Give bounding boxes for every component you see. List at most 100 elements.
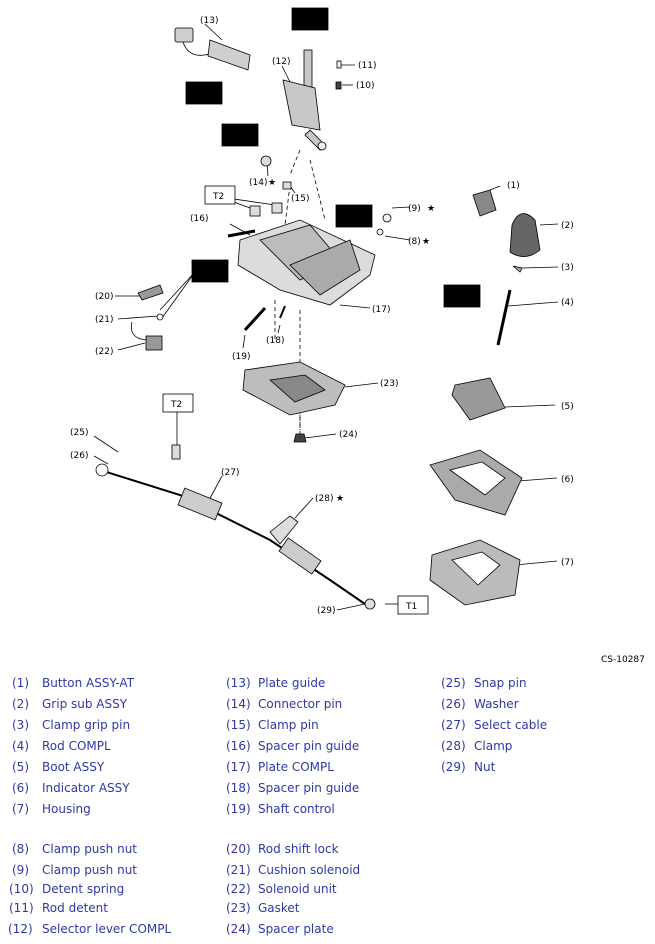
selector-lever-part <box>282 49 327 151</box>
legend-item-number: (13) <box>226 676 251 690</box>
diagram-code: CS-10287 <box>601 655 645 665</box>
legend-item: (23) Gasket <box>226 901 300 915</box>
legend-item: (4)Rod COMPL <box>12 739 111 753</box>
legend-item-number: (19) <box>226 802 251 816</box>
legend-item-number: (8) <box>12 842 29 856</box>
legend-item-number: (17) <box>226 760 251 774</box>
legend-item-name: Shaft control <box>258 802 335 816</box>
legend-item-number: (23) <box>226 901 251 915</box>
callout-9: (9) <box>408 204 421 214</box>
callout-24: (24) <box>339 430 357 440</box>
legend-item-name: Gasket <box>258 901 300 915</box>
legend-item-name: Plate COMPL <box>258 760 334 774</box>
legend-item-name: Rod COMPL <box>42 739 111 753</box>
callout-10: (10) <box>356 81 374 91</box>
callout-23: (23) <box>380 379 398 389</box>
callout-2: (2) <box>561 221 574 231</box>
legend-item: (7)Housing <box>12 802 91 816</box>
legend-item: (16) Spacer pin guide <box>226 739 359 753</box>
legend-item-name: Connector pin <box>258 697 343 711</box>
legend-item-number: (12) <box>8 922 33 936</box>
legend-item-name: Solenoid unit <box>258 882 337 896</box>
star-9: ★ <box>427 204 435 214</box>
legend-item-number: (2) <box>12 697 29 711</box>
legend-item-name: Detent spring <box>42 882 125 896</box>
legend-item: (27)Select cable <box>441 718 547 732</box>
legend-item-name: Rod shift lock <box>258 842 339 856</box>
legend-item-number: (10) <box>9 882 34 896</box>
callout-3: (3) <box>561 263 574 273</box>
legend-item: (22) Solenoid unit <box>226 882 337 896</box>
legend-item: (29)Nut <box>441 760 495 774</box>
parts-legend: (1) Button ASSY-AT (2)Grip sub ASSY (3) Clam… <box>0 676 655 944</box>
callout-22: (22) <box>95 347 113 357</box>
legend-item: (8) Clamp push nut <box>12 842 137 856</box>
legend-item: (3) Clamp grip pin <box>12 718 130 732</box>
legend-item: (18)Spacer pin guide <box>226 781 359 795</box>
legend-item-name: Cushion solenoid <box>258 863 361 877</box>
callout-12: (12) <box>272 57 290 67</box>
legend-item-name: Clamp <box>474 739 513 753</box>
legend-item-name: Boot ASSY <box>42 760 105 774</box>
legend-item-name: Snap pin <box>474 676 527 690</box>
legend-item-number: (11) <box>9 901 34 915</box>
callout-27: (27) <box>221 468 239 478</box>
legend-item-number: (7) <box>12 802 29 816</box>
select-cable-part <box>95 444 376 610</box>
callout-15: (15) <box>291 194 309 204</box>
legend-item-name: Selector lever COMPL <box>42 922 172 936</box>
legend-item-name: Washer <box>474 697 519 711</box>
legend-item-number: (5) <box>12 760 29 774</box>
legend-item-name: Select cable <box>474 718 548 732</box>
grip-sub-assy-part <box>509 213 541 257</box>
legend-item: (17) Plate COMPL <box>226 760 334 774</box>
legend-item-number: (26) <box>441 697 466 711</box>
leader-lines <box>93 23 559 611</box>
callout-26: (26) <box>70 451 88 461</box>
callout-16: (16) <box>190 214 208 224</box>
star-14: ★ <box>268 178 276 188</box>
boot-assy-part <box>451 377 506 421</box>
legend-item-name: Clamp push nut <box>42 863 137 877</box>
callout-17: (17) <box>372 305 390 315</box>
legend-item-name: Indicator ASSY <box>42 781 130 795</box>
legend-item-number: (3) <box>12 718 29 732</box>
legend-item: (24)Spacer plate <box>226 922 334 936</box>
callout-21: (21) <box>95 315 113 325</box>
legend-item-name: Button ASSY-AT <box>42 676 135 690</box>
callout-6: (6) <box>561 475 574 485</box>
legend-item-number: (6) <box>12 781 29 795</box>
legend-item-number: (29) <box>441 760 466 774</box>
legend-item-name: Spacer plate <box>258 922 334 936</box>
legend-item: (2)Grip sub ASSY <box>12 697 127 711</box>
callout-13: (13) <box>200 16 218 26</box>
legend-item-number: (22) <box>226 882 251 896</box>
callout-28: (28) <box>315 494 333 504</box>
legend-item: (25)Snap pin <box>441 676 527 690</box>
legend-item: (9) Clamp push nut <box>12 863 137 877</box>
legend-item-number: (20) <box>226 842 251 856</box>
torque-label-t2-lower: T2 <box>170 400 182 410</box>
legend-item-number: (1) <box>12 676 29 690</box>
callout-20: (20) <box>95 292 113 302</box>
star-8: ★ <box>422 237 430 247</box>
callout-19: (19) <box>232 352 250 362</box>
legend-item: (1) Button ASSY-AT <box>12 676 134 690</box>
legend-item-number: (18) <box>226 781 251 795</box>
legend-item: (21) Cushion solenoid <box>226 863 360 877</box>
legend-item-number: (9) <box>12 863 29 877</box>
legend-item-name: Clamp grip pin <box>42 718 131 732</box>
legend-item-name: Clamp push nut <box>42 842 137 856</box>
legend-item-number: (16) <box>226 739 251 753</box>
legend-item: (13)Plate guide <box>226 676 325 690</box>
legend-item-name: Spacer pin guide <box>258 739 360 753</box>
legend-item-number: (14) <box>226 697 251 711</box>
torque-label-t2-upper: T2 <box>212 192 224 202</box>
legend-item-number: (21) <box>226 863 251 877</box>
legend-item: (6) Indicator ASSY <box>12 781 130 795</box>
legend-item: (15)Clamp pin <box>226 718 319 732</box>
callout-4: (4) <box>561 298 574 308</box>
grease-icons <box>185 7 481 308</box>
legend-item: (5) Boot ASSY <box>12 760 104 774</box>
legend-item-name: Rod detent <box>42 901 108 915</box>
